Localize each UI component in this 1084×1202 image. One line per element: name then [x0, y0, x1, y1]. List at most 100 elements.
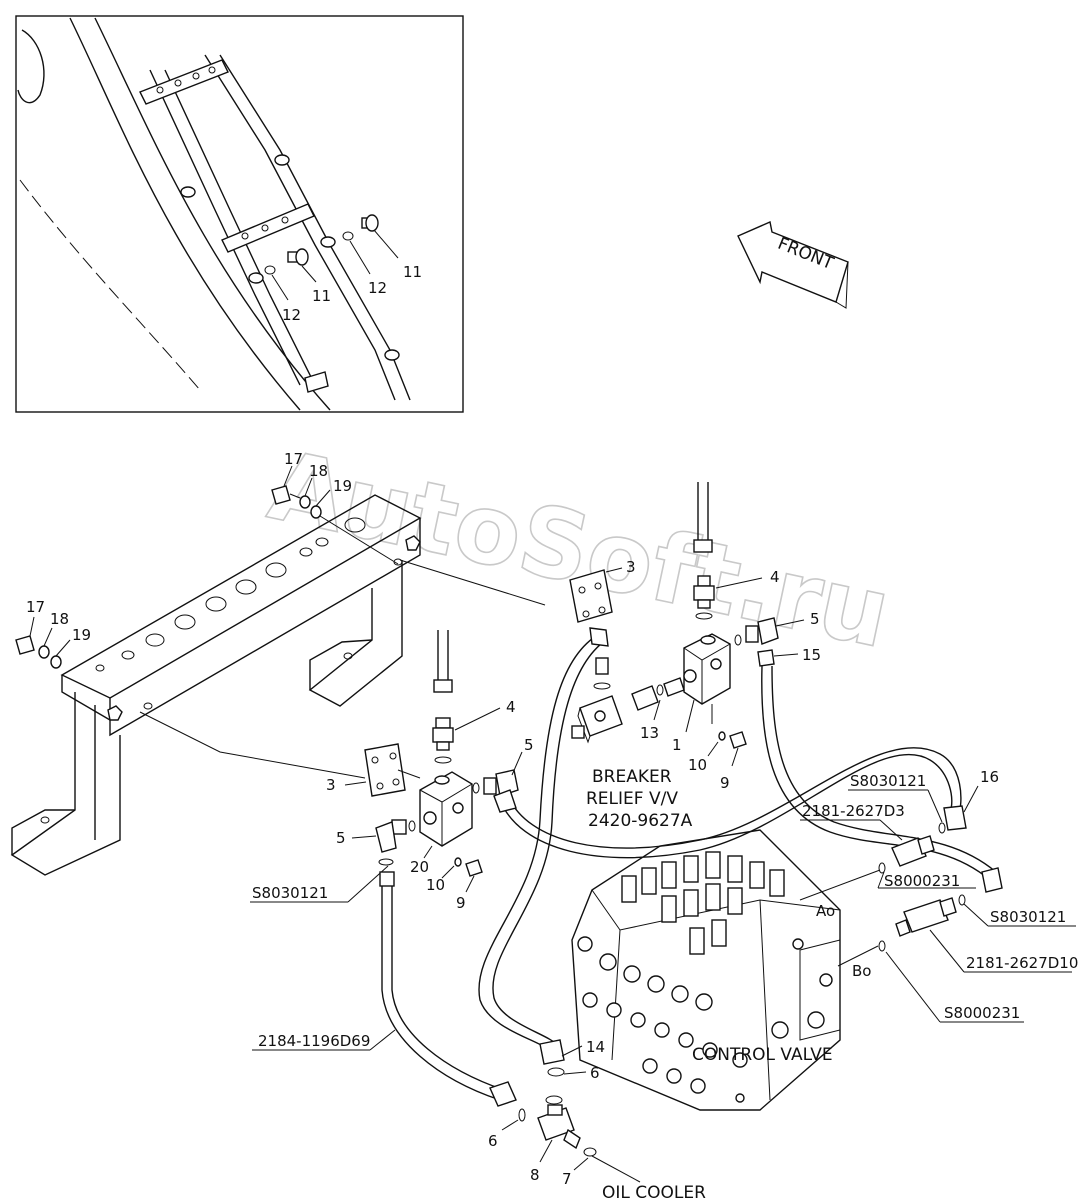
breaker-relief-line1: BREAKER	[592, 767, 672, 787]
o-ring	[342, 231, 354, 241]
hose-nut	[433, 679, 453, 693]
o-ring	[938, 822, 946, 834]
nut	[405, 535, 421, 551]
hose-2184-1196d69	[379, 871, 517, 1107]
tee-fitting	[537, 1104, 581, 1150]
pipe-right-a	[204, 54, 396, 401]
callout-16: 16	[980, 768, 999, 786]
hose-from-15	[761, 665, 1003, 893]
o-ring	[878, 862, 886, 874]
callout-18: 18	[309, 462, 328, 480]
callout-9: 9	[720, 774, 730, 792]
callout-12: 12	[282, 306, 301, 324]
callout-1: 1	[672, 736, 682, 754]
leader-line	[929, 929, 965, 973]
breaker-relief-line3: 2420-9627A	[588, 811, 693, 831]
callout-10: 10	[426, 876, 445, 894]
o-ring	[695, 612, 713, 620]
callout-6: 6	[590, 1064, 600, 1082]
adapter-2181-2627d10	[895, 897, 957, 937]
o-ring	[408, 820, 416, 832]
port-label-ao: Ao	[816, 902, 835, 920]
front-arrow: FRONT	[737, 221, 849, 309]
breaker-relief-valve	[571, 657, 623, 744]
part-number-s8000231: S8000231	[944, 1004, 1020, 1022]
o-ring	[378, 858, 394, 866]
callout-17: 17	[284, 450, 303, 468]
leader-line	[369, 1029, 396, 1051]
leader-line	[963, 903, 989, 927]
o-ring	[518, 1108, 526, 1122]
bolt-assembly-left: 17 18 19	[15, 598, 91, 669]
left-valve-group: 4 3 20 5	[326, 630, 534, 912]
leader-line	[799, 869, 881, 901]
plug	[287, 248, 309, 266]
port-label-bo: Bo	[852, 962, 871, 980]
o-ring	[545, 1095, 563, 1105]
pipe-joint	[248, 272, 264, 284]
pipe-joint	[320, 236, 336, 248]
mounting-plate	[364, 743, 421, 797]
control-valve	[571, 829, 841, 1111]
part-number-s8030121: S8030121	[990, 908, 1066, 926]
callout-4: 4	[506, 698, 516, 716]
washer	[310, 505, 322, 519]
leader-line	[963, 785, 979, 813]
washer	[50, 655, 62, 669]
breaker-relief-line2: RELIEF V/V	[586, 789, 678, 809]
oil-cooler-label: OIL COOLER	[602, 1183, 706, 1202]
boom-hidden-line	[19, 179, 201, 391]
callout-3: 3	[326, 776, 336, 794]
pipe-joint	[384, 349, 400, 361]
callout-11: 11	[403, 263, 422, 281]
washer	[299, 495, 311, 509]
elbow-fitting	[745, 617, 779, 645]
callout-14: 14	[586, 1038, 605, 1056]
leader-line	[885, 951, 941, 1023]
callout-4: 4	[770, 568, 780, 586]
pipe-clamp-upper	[139, 59, 229, 105]
part-number-2181-2627d10: 2181-2627D10	[966, 954, 1078, 972]
bolt	[729, 731, 747, 749]
callout-5: 5	[336, 829, 346, 847]
callout-12: 12	[368, 279, 387, 297]
boom-edge-outer	[69, 17, 301, 411]
inset-frame	[15, 15, 464, 413]
callout-5: 5	[524, 736, 534, 754]
o-ring	[583, 1147, 597, 1157]
elbow-fitting	[483, 769, 519, 797]
o-ring	[547, 1067, 565, 1077]
callout-15: 15	[802, 646, 821, 664]
plug	[361, 214, 379, 232]
bracket-leader	[139, 711, 366, 779]
callout-6: 6	[488, 1132, 498, 1150]
part-number-2184-1196d69: 2184-1196D69	[258, 1032, 370, 1050]
callout-17: 17	[26, 598, 45, 616]
leader-line	[879, 819, 903, 841]
o-ring	[958, 894, 966, 906]
o-ring	[734, 634, 742, 646]
bolt	[15, 635, 35, 655]
washer	[454, 857, 462, 867]
mounting-plate	[569, 569, 613, 623]
connector	[631, 677, 685, 711]
boom-pin	[17, 29, 45, 104]
bracket-holes	[40, 517, 403, 824]
callout-13: 13	[640, 724, 659, 742]
valve-block	[419, 771, 473, 847]
spool-caps	[621, 851, 785, 955]
right-valve-group: 4 1 5 15 13	[631, 482, 821, 792]
pipe-elbow	[304, 371, 329, 393]
o-ring	[264, 265, 276, 275]
pipe-left-b	[164, 69, 316, 386]
callout-10: 10	[688, 756, 707, 774]
leader-line	[605, 567, 623, 573]
pipe-left-a	[149, 69, 301, 386]
callout-9: 9	[456, 894, 466, 912]
o-ring	[878, 940, 886, 952]
pipe-clamp-lower	[221, 203, 315, 253]
o-ring	[656, 684, 664, 696]
leader-line	[927, 789, 943, 823]
callout-8: 8	[530, 1166, 540, 1184]
